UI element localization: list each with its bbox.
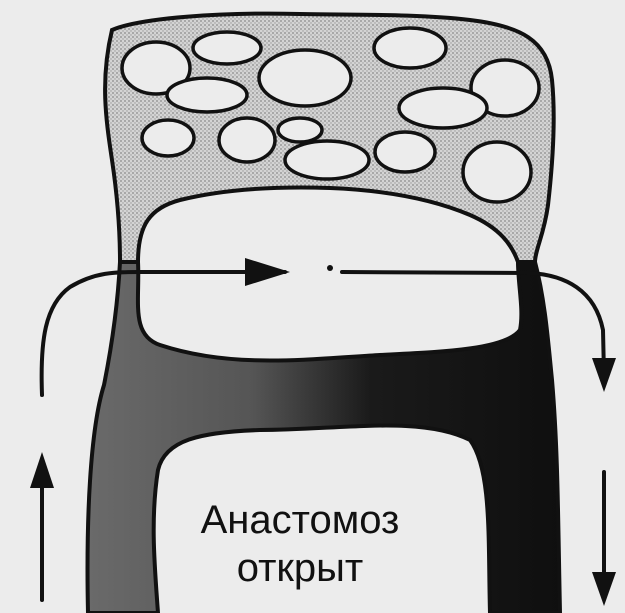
caption-line-1: Анастомоз bbox=[150, 500, 450, 540]
flow-arrow-arrowhead-down-lower bbox=[592, 572, 616, 606]
flow-arrow-arrowhead-down bbox=[592, 358, 616, 392]
flow-gap-dot bbox=[327, 265, 333, 271]
caption-line-2: открыт bbox=[150, 548, 450, 588]
flow-arrow-arrowhead-right bbox=[245, 258, 290, 286]
flow-arrow-arrowhead-up bbox=[30, 452, 54, 488]
capillary-network bbox=[105, 14, 554, 262]
